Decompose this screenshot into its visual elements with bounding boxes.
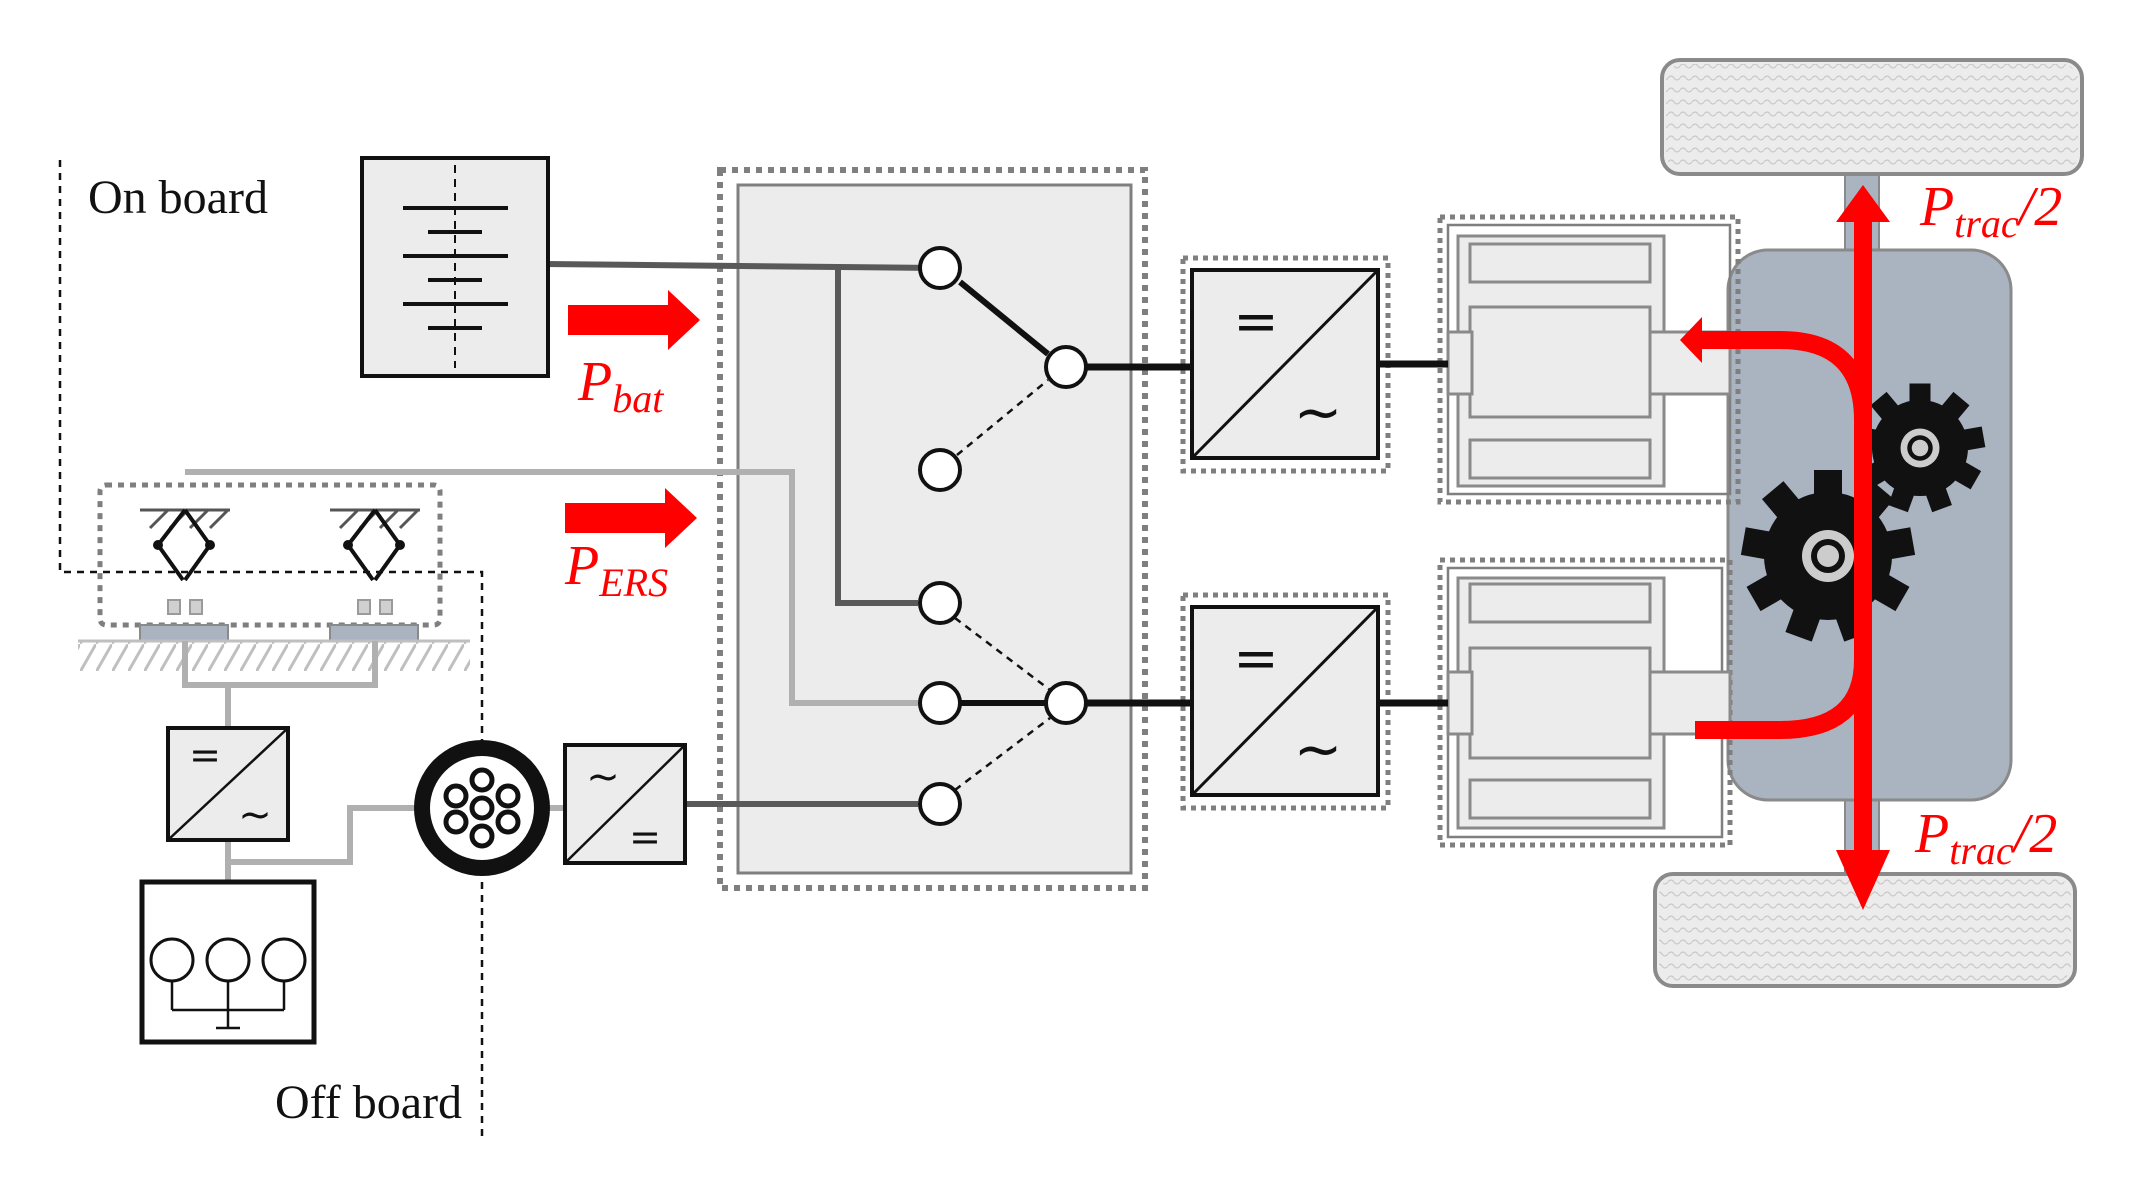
switch-contact xyxy=(918,782,962,826)
ac-symbol: ~ xyxy=(586,754,620,800)
motor-top xyxy=(1437,214,1741,505)
grid-source xyxy=(139,879,317,1045)
dc-symbol: = xyxy=(1233,290,1278,353)
switching-unit xyxy=(185,167,1190,891)
switch-contact xyxy=(918,246,962,290)
ers-pickup xyxy=(78,482,470,671)
switch-contact xyxy=(918,681,962,725)
p-ers-arrow xyxy=(565,488,697,548)
ac-symbol: ~ xyxy=(1294,715,1343,783)
on-board-label: On board xyxy=(88,171,268,224)
inverter-top: = ~ xyxy=(1180,255,1391,474)
off-board-label: Off board xyxy=(275,1076,462,1129)
motor-feed-arrow xyxy=(1680,317,1702,363)
switch-contact xyxy=(918,581,962,625)
p-ers-label: PERS xyxy=(564,535,668,605)
battery xyxy=(360,156,550,378)
p-trac-top-label: Ptrac/2 xyxy=(1919,176,2062,246)
inverter-bottom: = ~ xyxy=(1180,592,1391,811)
p-bat-arrow xyxy=(568,290,700,350)
onboard-rectifier: ~ = xyxy=(563,743,687,865)
switch-contact xyxy=(918,448,962,492)
charging-connector-icon xyxy=(414,740,550,876)
p-bat-label: Pbat xyxy=(577,351,664,421)
motor-bottom xyxy=(1437,557,1733,848)
p-trac-bottom-label: Ptrac/2 xyxy=(1914,803,2057,873)
dc-symbol: = xyxy=(629,815,661,859)
road-rail-right xyxy=(329,624,419,642)
offboard-rectifier: = ~ xyxy=(166,726,290,842)
off-board-charging: = ~ xyxy=(139,641,687,1045)
dc-symbol: = xyxy=(189,733,221,777)
traction-power-flow xyxy=(1695,220,1873,852)
road-rail-left xyxy=(139,624,229,642)
ac-symbol: ~ xyxy=(1294,378,1343,446)
switch-contact xyxy=(1044,681,1088,725)
dc-symbol: = xyxy=(1233,627,1278,690)
p-trac-arrow-down xyxy=(1836,850,1890,910)
switch-contact xyxy=(1044,345,1088,389)
ac-symbol: ~ xyxy=(238,792,272,838)
road-ground xyxy=(78,641,470,671)
p-trac-arrow-up xyxy=(1836,185,1890,222)
